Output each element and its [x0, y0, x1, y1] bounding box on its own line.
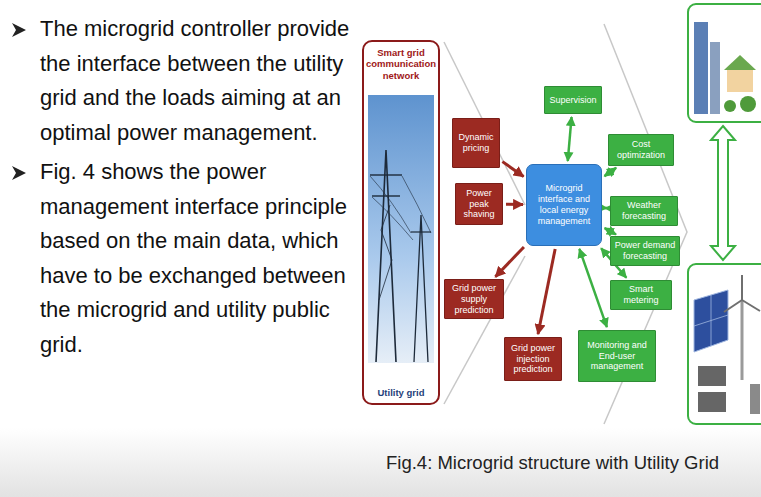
box-label: Grid power injection prediction — [507, 343, 559, 375]
pylon-arm — [411, 231, 431, 232]
power-wire — [372, 197, 413, 240]
sources-panel — [688, 264, 761, 424]
connector-arrow — [538, 249, 555, 334]
figure-caption: Fig.4: Microgrid structure with Utility … — [386, 452, 719, 474]
microgrid-service-box: Supervision — [544, 86, 602, 114]
grid-data-box: Dynamic pricing — [452, 118, 500, 168]
house-symbol — [727, 70, 753, 92]
bullet-arrow — [10, 164, 28, 182]
microgrid-service-box: Cost optimization — [608, 134, 674, 166]
microgrid-service-box: Smart metering — [610, 280, 672, 310]
pylon-photo — [368, 95, 434, 363]
connector-arrow — [506, 203, 523, 206]
bullet-arrow — [10, 21, 28, 39]
double-arrow — [711, 126, 735, 260]
funnel-line — [444, 42, 525, 205]
pylon-arm — [370, 174, 402, 175]
connector-arrow — [579, 249, 606, 327]
box-label: Grid power supply prediction — [447, 283, 501, 315]
connector-arrow — [495, 247, 524, 277]
box-label: Weather forecasting — [613, 200, 675, 222]
funnel-line — [444, 256, 525, 404]
pylon-frame — [414, 215, 428, 362]
pylon-frame — [376, 150, 396, 362]
bullet-text: The microgrid controller provide the int… — [40, 12, 358, 150]
connector-arrow — [605, 207, 607, 210]
wind-turbine — [741, 300, 744, 380]
battery-symbol — [750, 384, 760, 414]
house-roof — [724, 55, 756, 70]
microgrid-service-box: Weather forecasting — [610, 196, 678, 226]
solar-grid — [694, 315, 728, 326]
box-label: Supervision — [549, 95, 596, 106]
loads-panel — [688, 4, 761, 122]
connector-arrow — [604, 168, 616, 176]
panel-footer: Utility grid — [378, 387, 425, 398]
box-label: Smart metering — [613, 284, 669, 306]
pylon-lattice — [379, 205, 392, 300]
bullet-item: The microgrid controller provide the int… — [40, 12, 358, 150]
pylon-symbol — [370, 150, 431, 362]
box-label: Microgrid interface and local energy man… — [530, 183, 598, 226]
turbine-blade — [742, 300, 760, 311]
connector-arrow — [502, 162, 523, 177]
battery-symbol — [698, 366, 726, 386]
grid-data-box: Power peak shaving — [455, 183, 503, 225]
bullet-item: Fig. 4 shows the power management interf… — [40, 155, 358, 362]
box-label: Monitoring and End-user management — [581, 340, 653, 372]
microgrid-service-box: Power demand forecasting — [610, 236, 680, 266]
box-label: Power demand forecasting — [613, 240, 677, 262]
turbine-blade — [741, 275, 743, 300]
battery-symbol — [698, 392, 726, 412]
turbine-blade — [724, 300, 742, 312]
grid-data-box: Grid power injection prediction — [504, 337, 562, 381]
bullet-arrow — [12, 23, 26, 37]
bottom-band — [0, 428, 761, 497]
energy-management-box: Microgrid interface and local energy man… — [526, 164, 602, 246]
box-label: Cost optimization — [611, 139, 671, 161]
panel-heading: Smart grid communication network — [366, 47, 436, 81]
connector-arrow — [605, 228, 616, 234]
power-wire — [370, 176, 411, 233]
box-label: Dynamic pricing — [455, 132, 497, 154]
bullet-text: Fig. 4 shows the power management interf… — [40, 155, 358, 362]
building-symbol — [710, 42, 720, 114]
solar-panel — [694, 290, 728, 352]
connector-arrow — [568, 117, 572, 161]
box-label: Power peak shaving — [458, 188, 500, 220]
power-wire — [402, 176, 431, 233]
microgrid-service-box: Monitoring and End-user management — [578, 330, 656, 382]
tree-symbol — [724, 100, 736, 112]
building-symbol — [694, 22, 708, 114]
tree-symbol — [740, 96, 756, 112]
bullet-list: The microgrid controller provide the int… — [40, 12, 358, 367]
bullet-arrow — [12, 166, 26, 180]
utility-grid-panel: Smart grid communication networkUtility … — [362, 40, 440, 405]
grid-data-box: Grid power supply prediction — [444, 279, 504, 319]
